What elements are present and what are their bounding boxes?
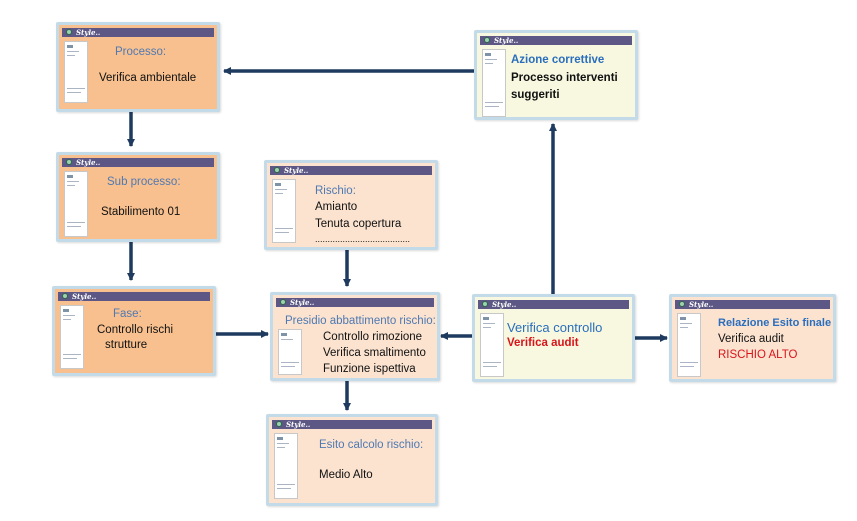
node-line: Verifica audit <box>718 333 784 345</box>
node-line: ...................................... <box>315 234 411 244</box>
node-label: Relazione Esito finale <box>718 317 832 329</box>
node-line: Controllo rimozione <box>323 331 423 343</box>
node-line: Verifica smaltimento <box>323 347 426 359</box>
thumbnail-preview <box>272 179 296 243</box>
node-line: Controllo rischi <box>97 324 174 336</box>
node-line: strutture <box>105 339 148 351</box>
thumbnail-preview <box>64 171 88 237</box>
app-icon <box>276 421 282 427</box>
node-line: Amianto <box>315 201 358 213</box>
node-label: Processo: <box>115 46 167 58</box>
node-label: Rischio: <box>315 185 356 197</box>
app-icon <box>274 167 280 173</box>
app-icon <box>484 37 490 43</box>
node-window-titlebar: Style.. <box>62 28 214 37</box>
node-processo: Style.. Processo: Verifica ambientale <box>56 22 220 112</box>
node-fase: Style.. Fase: Controllo rischi strutture <box>52 286 216 376</box>
thumbnail-preview <box>64 41 88 103</box>
node-line: Processo interventi <box>511 72 618 84</box>
node-window-titlebar: Style.. <box>58 292 210 301</box>
node-window-titlebar: Style.. <box>480 36 632 45</box>
app-icon <box>679 301 685 307</box>
thumbnail-preview <box>677 313 701 377</box>
app-icon <box>280 299 286 305</box>
node-window-titlebar: Style.. <box>272 420 432 429</box>
node-line: Verifica audit <box>507 337 579 349</box>
node-label: Azione correttive <box>511 54 605 66</box>
app-icon <box>62 293 68 299</box>
node-label: Esito calcolo rischio: <box>319 439 424 451</box>
node-line: Verifica ambientale <box>99 72 197 84</box>
node-relazione-esito: Style.. Relazione Esito finale Verifica … <box>669 294 836 382</box>
node-line: Stabilimento 01 <box>101 206 181 218</box>
thumbnail-preview <box>480 313 504 377</box>
thumbnail-preview <box>482 49 506 117</box>
node-window-titlebar: Style.. <box>270 166 432 175</box>
node-rischio: Style.. Rischio: Amianto Tenuta copertur… <box>264 160 438 250</box>
node-label: Sub processo: <box>107 176 181 188</box>
node-azione-correttive: Style.. Azione correttive Processo inter… <box>474 30 638 120</box>
app-icon <box>66 29 72 35</box>
node-presidio: Style.. Presidio abbattimento rischio: C… <box>270 292 440 381</box>
node-label: Fase: <box>113 308 142 320</box>
thumbnail-preview <box>278 329 302 375</box>
node-label: Presidio abbattimento rischio: <box>285 315 436 327</box>
node-line: suggeriti <box>511 89 560 101</box>
node-line: Tenuta copertura <box>315 218 402 230</box>
node-verifica-controllo: Style.. Verifica controllo Verifica audi… <box>472 294 635 382</box>
node-sub-processo: Style.. Sub processo: Stabilimento 01 <box>56 152 220 242</box>
node-esito-calcolo: Style.. Esito calcolo rischio: Medio Alt… <box>266 414 438 506</box>
thumbnail-preview <box>274 433 298 499</box>
thumbnail-preview <box>60 305 84 369</box>
node-window-titlebar: Style.. <box>675 300 830 309</box>
app-icon <box>482 301 488 307</box>
node-window-titlebar: Style.. <box>62 158 214 167</box>
node-window-titlebar: Style.. <box>478 300 629 309</box>
app-icon <box>66 159 72 165</box>
node-line: Medio Alto <box>319 469 373 481</box>
node-window-titlebar: Style.. <box>276 298 434 307</box>
node-line: RISCHIO ALTO <box>718 349 798 361</box>
node-label: Verifica controllo <box>507 320 603 335</box>
node-line: Funzione ispettiva <box>323 363 416 375</box>
